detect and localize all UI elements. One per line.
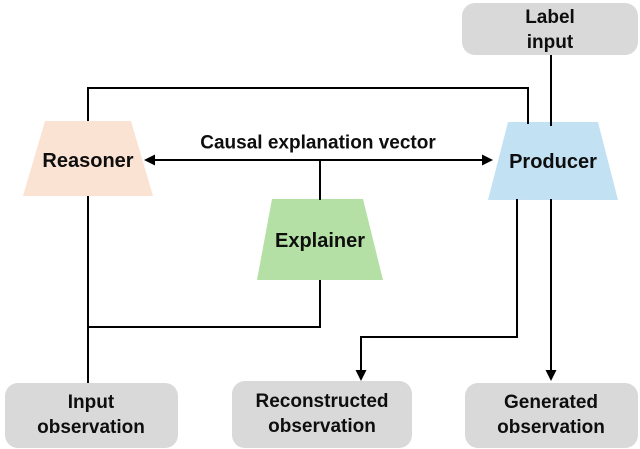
input-observation-box <box>5 383 178 448</box>
arrowhead-reconstructed-observation <box>355 370 367 381</box>
explainer-shape <box>257 199 383 280</box>
generated-observation-box <box>465 383 638 448</box>
arrowhead-into-reasoner <box>144 154 155 166</box>
connector-reasoner-to-explainer-bottom <box>88 280 321 328</box>
label-input-box <box>462 3 638 55</box>
arrowhead-generated-observation <box>545 370 557 381</box>
producer-shape <box>488 122 618 200</box>
connector-producer-to-reconstructed <box>360 199 518 372</box>
connector-reasoner-producer-top-loop <box>87 87 529 124</box>
reasoner-shape <box>23 121 153 196</box>
arrowhead-into-producer <box>482 154 493 166</box>
reconstructed-observation-box <box>232 381 412 448</box>
